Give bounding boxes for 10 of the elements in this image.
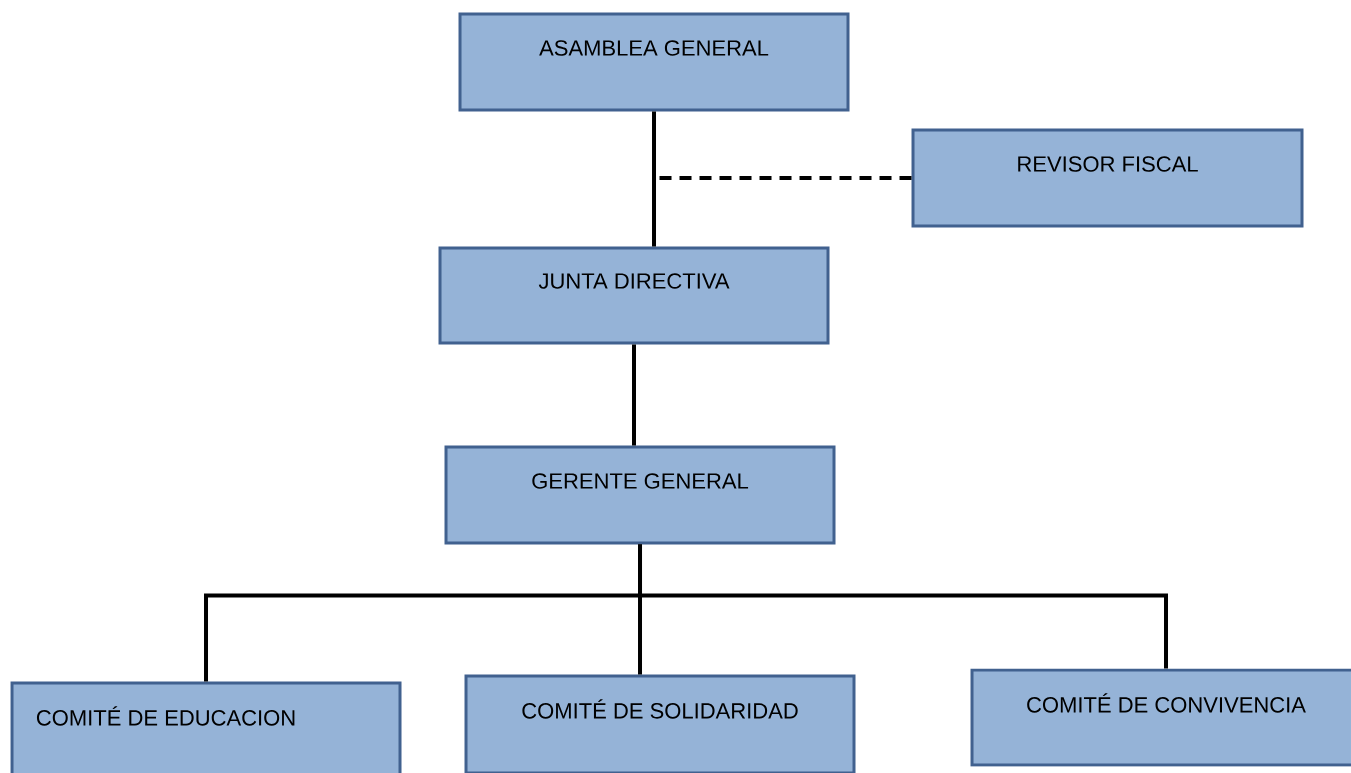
connector-line [638,544,1168,669]
org-box: ASAMBLEA GENERAL [458,12,850,112]
org-box: COMITÉ DE EDUCACION [10,681,402,773]
org-box: JUNTA DIRECTIVA [438,246,830,345]
org-box: COMITÉ DE CONVIVENCIA [970,668,1351,767]
connector-line [632,344,636,446]
org-box: COMITÉ DE SOLIDARIDAD [464,674,856,773]
org-box: REVISOR FISCAL [911,128,1304,228]
org-box: GERENTE GENERAL [444,445,836,545]
connector-line [652,111,656,247]
